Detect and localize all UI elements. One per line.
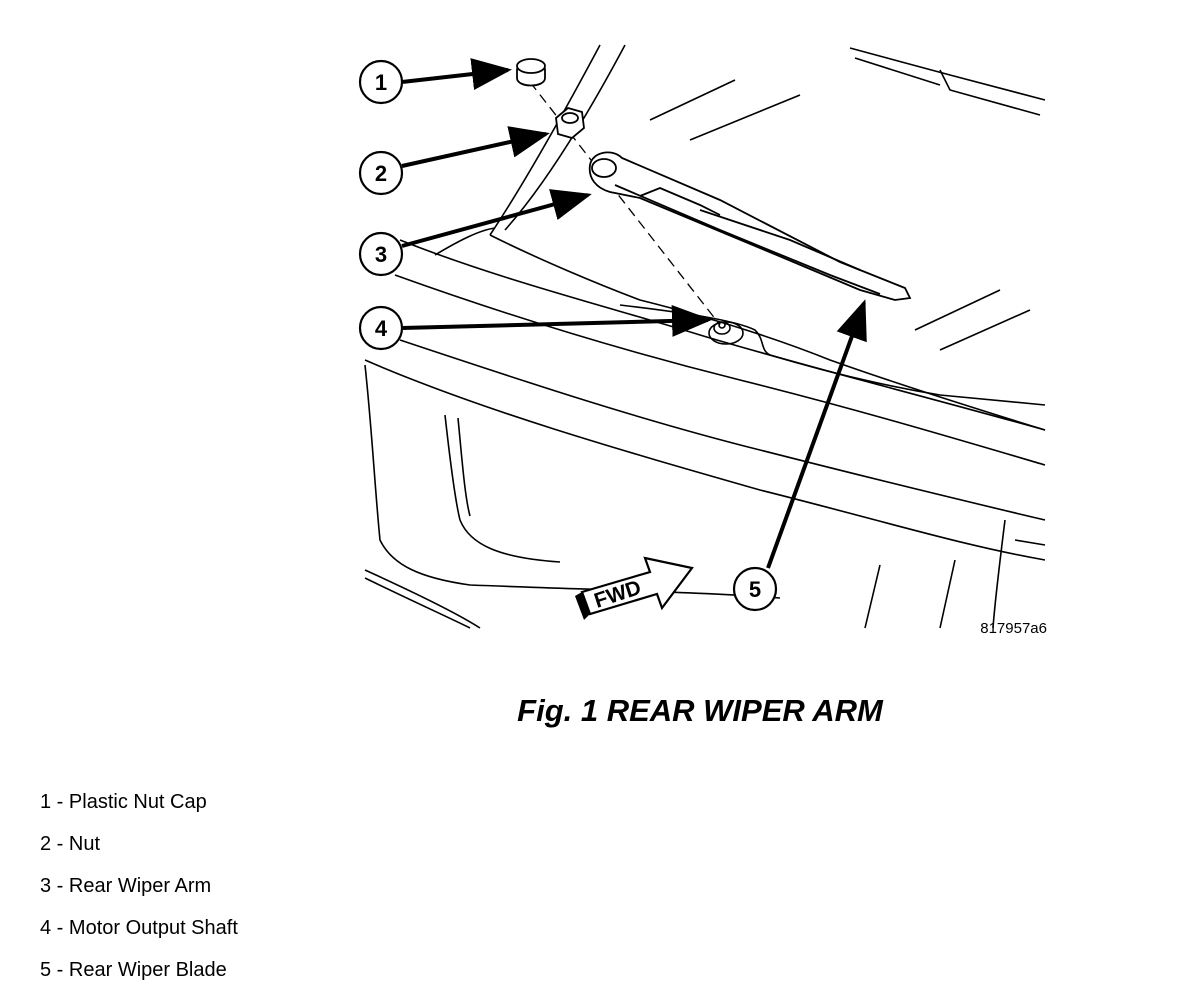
callout-leader-5 [766, 299, 867, 569]
legend-number: 2 [40, 833, 52, 855]
legend-separator: - [51, 959, 69, 981]
legend-text: Plastic Nut Cap [68, 791, 207, 813]
callout-leader-1 [401, 58, 512, 90]
callout-2: 2 [358, 150, 404, 196]
callout-1-number: 1 [375, 70, 387, 95]
nut-part [555, 107, 585, 139]
callout-5-number: 5 [749, 577, 761, 602]
fwd-label: FWD [591, 576, 644, 613]
legend-text: Rear Wiper Arm [68, 875, 212, 897]
figure-id: 817957a6 [980, 620, 1047, 637]
legend-text: Nut [68, 833, 101, 855]
callout-leaders [401, 58, 867, 569]
rear-wiper-arm-part [588, 151, 912, 301]
callout-2-number: 2 [375, 161, 387, 186]
figure-caption: Fig. 1 REAR WIPER ARM [517, 693, 883, 728]
legend-text: Motor Output Shaft [68, 917, 238, 939]
callout-leader-2 [401, 126, 550, 168]
callout-5: 5 [732, 566, 778, 612]
legend-number: 5 [40, 959, 52, 981]
callout-leader-3 [401, 189, 592, 248]
legend-item: 1 - Plastic Nut Cap [40, 788, 238, 830]
vehicle-liftgate-drawing [364, 44, 1046, 629]
legend-item: 4 - Motor Output Shaft [40, 914, 238, 956]
legend-number: 3 [40, 875, 52, 897]
parts-legend: 1 - Plastic Nut Cap 2 - Nut 3 - Rear Wip… [40, 788, 238, 998]
plastic-nut-cap-part [516, 58, 546, 87]
legend-item: 2 - Nut [40, 830, 238, 872]
callout-4-number: 4 [375, 316, 388, 341]
legend-item: 3 - Rear Wiper Arm [40, 872, 238, 914]
forward-direction-arrow: FWD [575, 556, 694, 620]
legend-number: 4 [40, 917, 52, 939]
rear-wiper-arm-diagram: FWD 1 2 3 4 5 817957a6 [358, 44, 1047, 637]
legend-item: 5 - Rear Wiper Blade [40, 956, 238, 998]
motor-output-shaft-part [708, 321, 744, 345]
legend-text: Rear Wiper Blade [68, 959, 227, 981]
legend-separator: - [51, 875, 69, 897]
callout-leader-4 [401, 304, 712, 337]
callout-4: 4 [358, 305, 404, 351]
callout-1: 1 [358, 59, 404, 105]
legend-separator: - [51, 791, 69, 813]
legend-separator: - [51, 833, 69, 855]
callout-3-number: 3 [375, 242, 387, 267]
legend-separator: - [51, 917, 69, 939]
legend-number: 1 [40, 791, 52, 813]
callout-3: 3 [358, 231, 404, 277]
